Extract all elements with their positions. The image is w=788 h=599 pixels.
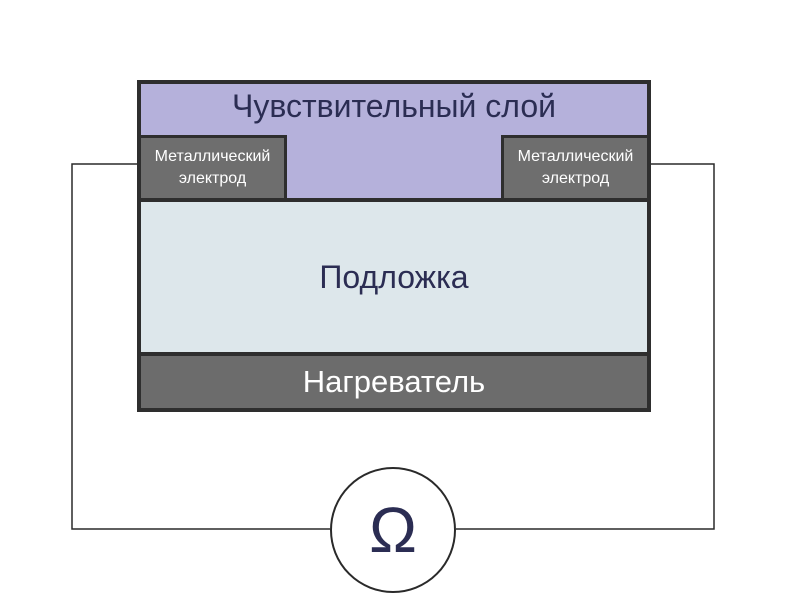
right-wire — [456, 163, 715, 530]
metal-electrode-left: Металлический электрод — [141, 135, 287, 198]
heater-layer: Нагреватель — [141, 356, 647, 408]
ohm-symbol-label: Ω — [369, 494, 417, 566]
heater-label: Нагреватель — [302, 364, 486, 399]
sensor-structure: Чувствительный слой Металлический электр… — [137, 80, 651, 412]
substrate-label: Подложка — [319, 258, 469, 295]
left-wire — [71, 163, 330, 530]
metal-electrode-right: Металлический электрод — [501, 135, 647, 198]
metal-electrode-left-label: Металлический электрод — [154, 148, 271, 187]
sensitive-layer-label: Чувствительный слой — [231, 88, 556, 124]
substrate-layer: Подложка — [141, 202, 647, 352]
metal-electrode-right-label: Металлический электрод — [517, 148, 634, 187]
ohmmeter-icon: Ω — [330, 467, 456, 593]
